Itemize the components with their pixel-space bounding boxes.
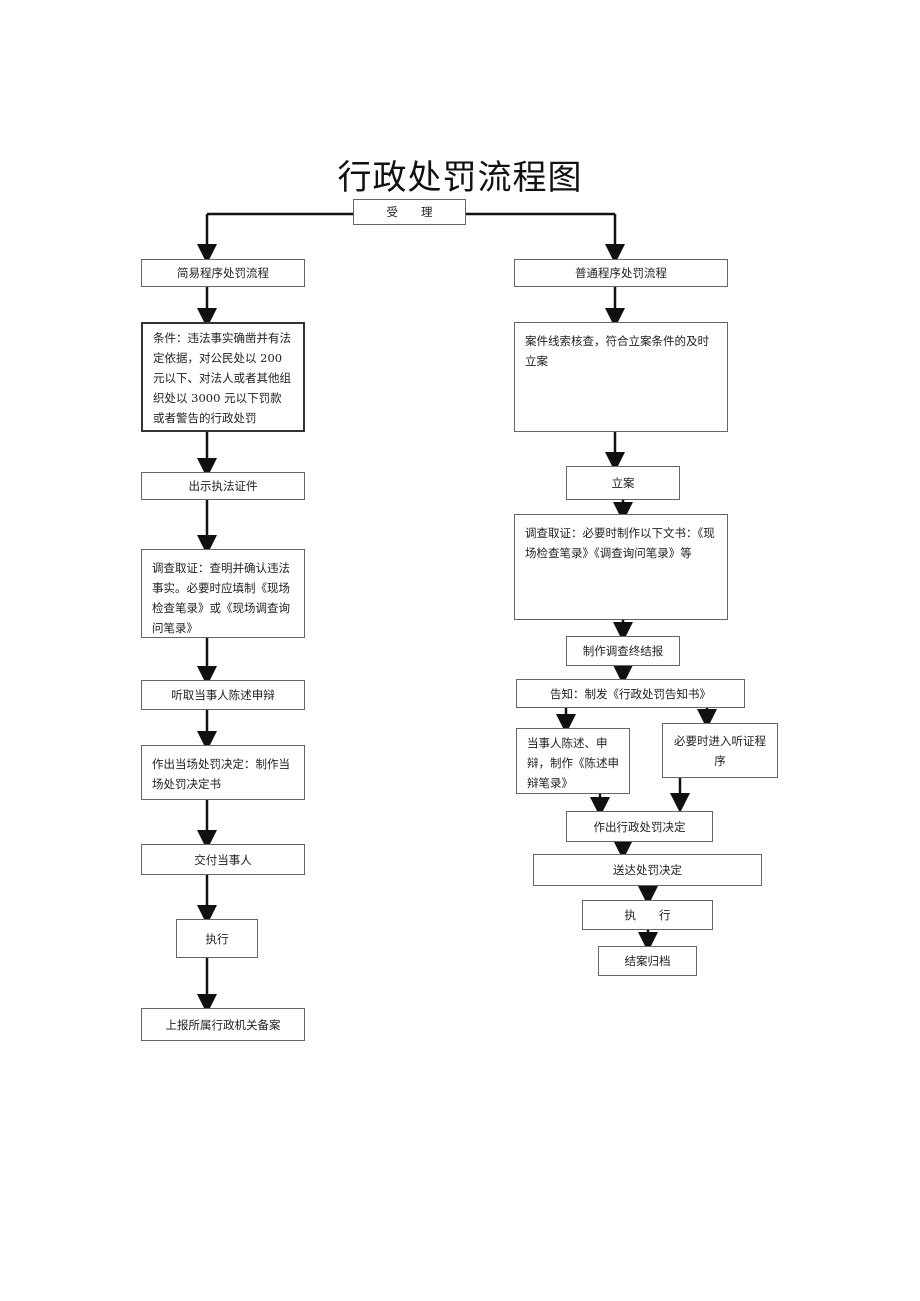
node-simple-execute: 执行 (176, 919, 258, 958)
page-title: 行政处罚流程图 (337, 158, 583, 198)
node-general-statement: 当事人陈述、申辩，制作《陈述申辩笔录》 (516, 728, 630, 794)
node-start: 受 理 (353, 199, 466, 225)
node-general-report: 制作调查终结报 (566, 636, 680, 666)
node-general-decide: 作出行政处罚决定 (566, 811, 713, 842)
node-simple-report: 上报所属行政机关备案 (141, 1008, 305, 1041)
node-general-archive: 结案归档 (598, 946, 697, 976)
node-simple-hear: 听取当事人陈述申辩 (141, 680, 305, 710)
node-simple-show-id: 出示执法证件 (141, 472, 305, 500)
node-general-notify: 告知：制发《行政处罚告知书》 (516, 679, 745, 708)
node-general-file: 立案 (566, 466, 680, 500)
node-simple-condition: 条件：违法事实确凿并有法定依据，对公民处以 200 元以下、对法人或者其他组织处… (141, 322, 305, 432)
node-general-hearing: 必要时进入听证程序 (662, 723, 778, 778)
node-general-check: 案件线索核查，符合立案条件的及时立案 (514, 322, 728, 432)
node-simple-deliver: 交付当事人 (141, 844, 305, 875)
node-simple-decide: 作出当场处罚决定：制作当场处罚决定书 (141, 745, 305, 800)
node-simple-investigate: 调查取证：查明并确认违法事实。必要时应填制《现场检查笔录》或《现场调查询问笔录》 (141, 549, 305, 638)
node-general-execute: 执 行 (582, 900, 713, 930)
node-general-investigate: 调查取证：必要时制作以下文书：《现场检查笔录》《调查询问笔录》等 (514, 514, 728, 620)
node-general-header: 普通程序处罚流程 (514, 259, 728, 287)
node-simple-header: 简易程序处罚流程 (141, 259, 305, 287)
node-general-deliver: 送达处罚决定 (533, 854, 762, 886)
